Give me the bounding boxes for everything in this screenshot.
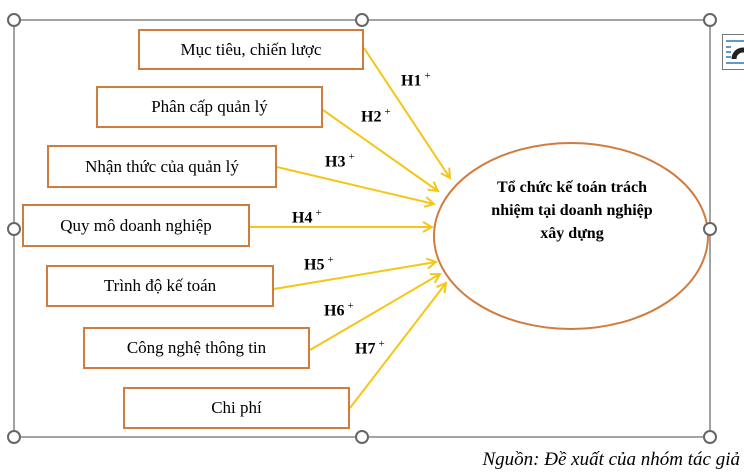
layout-options-icon [726, 40, 744, 64]
arrow-h6 [309, 274, 440, 351]
hypothesis-h2: H2+ [361, 106, 391, 126]
factor-label: Quy mô doanh nghiệp [60, 215, 212, 235]
factor-label: Công nghệ thông tin [126, 338, 267, 357]
factor-label: Mục tiêu, chiến lược [180, 39, 322, 59]
resize-handle-top[interactable] [355, 13, 369, 27]
factor-label: Phân cấp quản lý [151, 97, 268, 116]
factor-box-7: Chi phí [123, 387, 350, 429]
resize-handle-bottom[interactable] [355, 430, 369, 444]
arrow-h2 [322, 109, 438, 191]
hypothesis-h4: H4+ [292, 207, 322, 227]
layout-options-button[interactable] [722, 34, 744, 70]
factor-label: Trình độ kế toán [103, 276, 217, 295]
resize-handle-bottom-right[interactable] [703, 430, 717, 444]
arrow-h3 [276, 166, 434, 204]
figure-caption: Nguồn: Đề xuất của nhóm tác giả [482, 449, 740, 470]
factor-box-2: Phân cấp quản lý [96, 86, 323, 128]
resize-handle-top-left[interactable] [7, 13, 21, 27]
hypothesis-h1: H1+ [401, 70, 431, 90]
factor-label: Nhận thức của quản lý [85, 156, 239, 176]
arrow-h7 [349, 283, 446, 409]
resize-handle-top-right[interactable] [703, 13, 717, 27]
hypothesis-h5: H5+ [304, 254, 334, 274]
resize-handle-bottom-left[interactable] [7, 430, 21, 444]
resize-handle-left[interactable] [7, 222, 21, 236]
factor-box-5: Trình độ kế toán [46, 265, 274, 307]
resize-handle-right[interactable] [703, 222, 717, 236]
outcome-ellipse [433, 142, 709, 330]
factor-box-3: Nhận thức của quản lý [47, 145, 277, 188]
factor-box-6: Công nghệ thông tin [83, 327, 310, 369]
factor-label: Chi phí [211, 398, 262, 417]
factor-box-4: Quy mô doanh nghiệp [22, 204, 250, 247]
outcome-label: Tổ chức kế toán trách nhiệm tại doanh ng… [491, 179, 653, 242]
factor-box-1: Mục tiêu, chiến lược [138, 29, 364, 70]
arrow-h1 [363, 47, 450, 178]
arrow-h5 [273, 262, 436, 290]
hypothesis-h7: H7+ [355, 338, 385, 358]
hypothesis-h6: H6+ [324, 300, 354, 320]
hypothesis-h3: H3+ [325, 151, 355, 171]
